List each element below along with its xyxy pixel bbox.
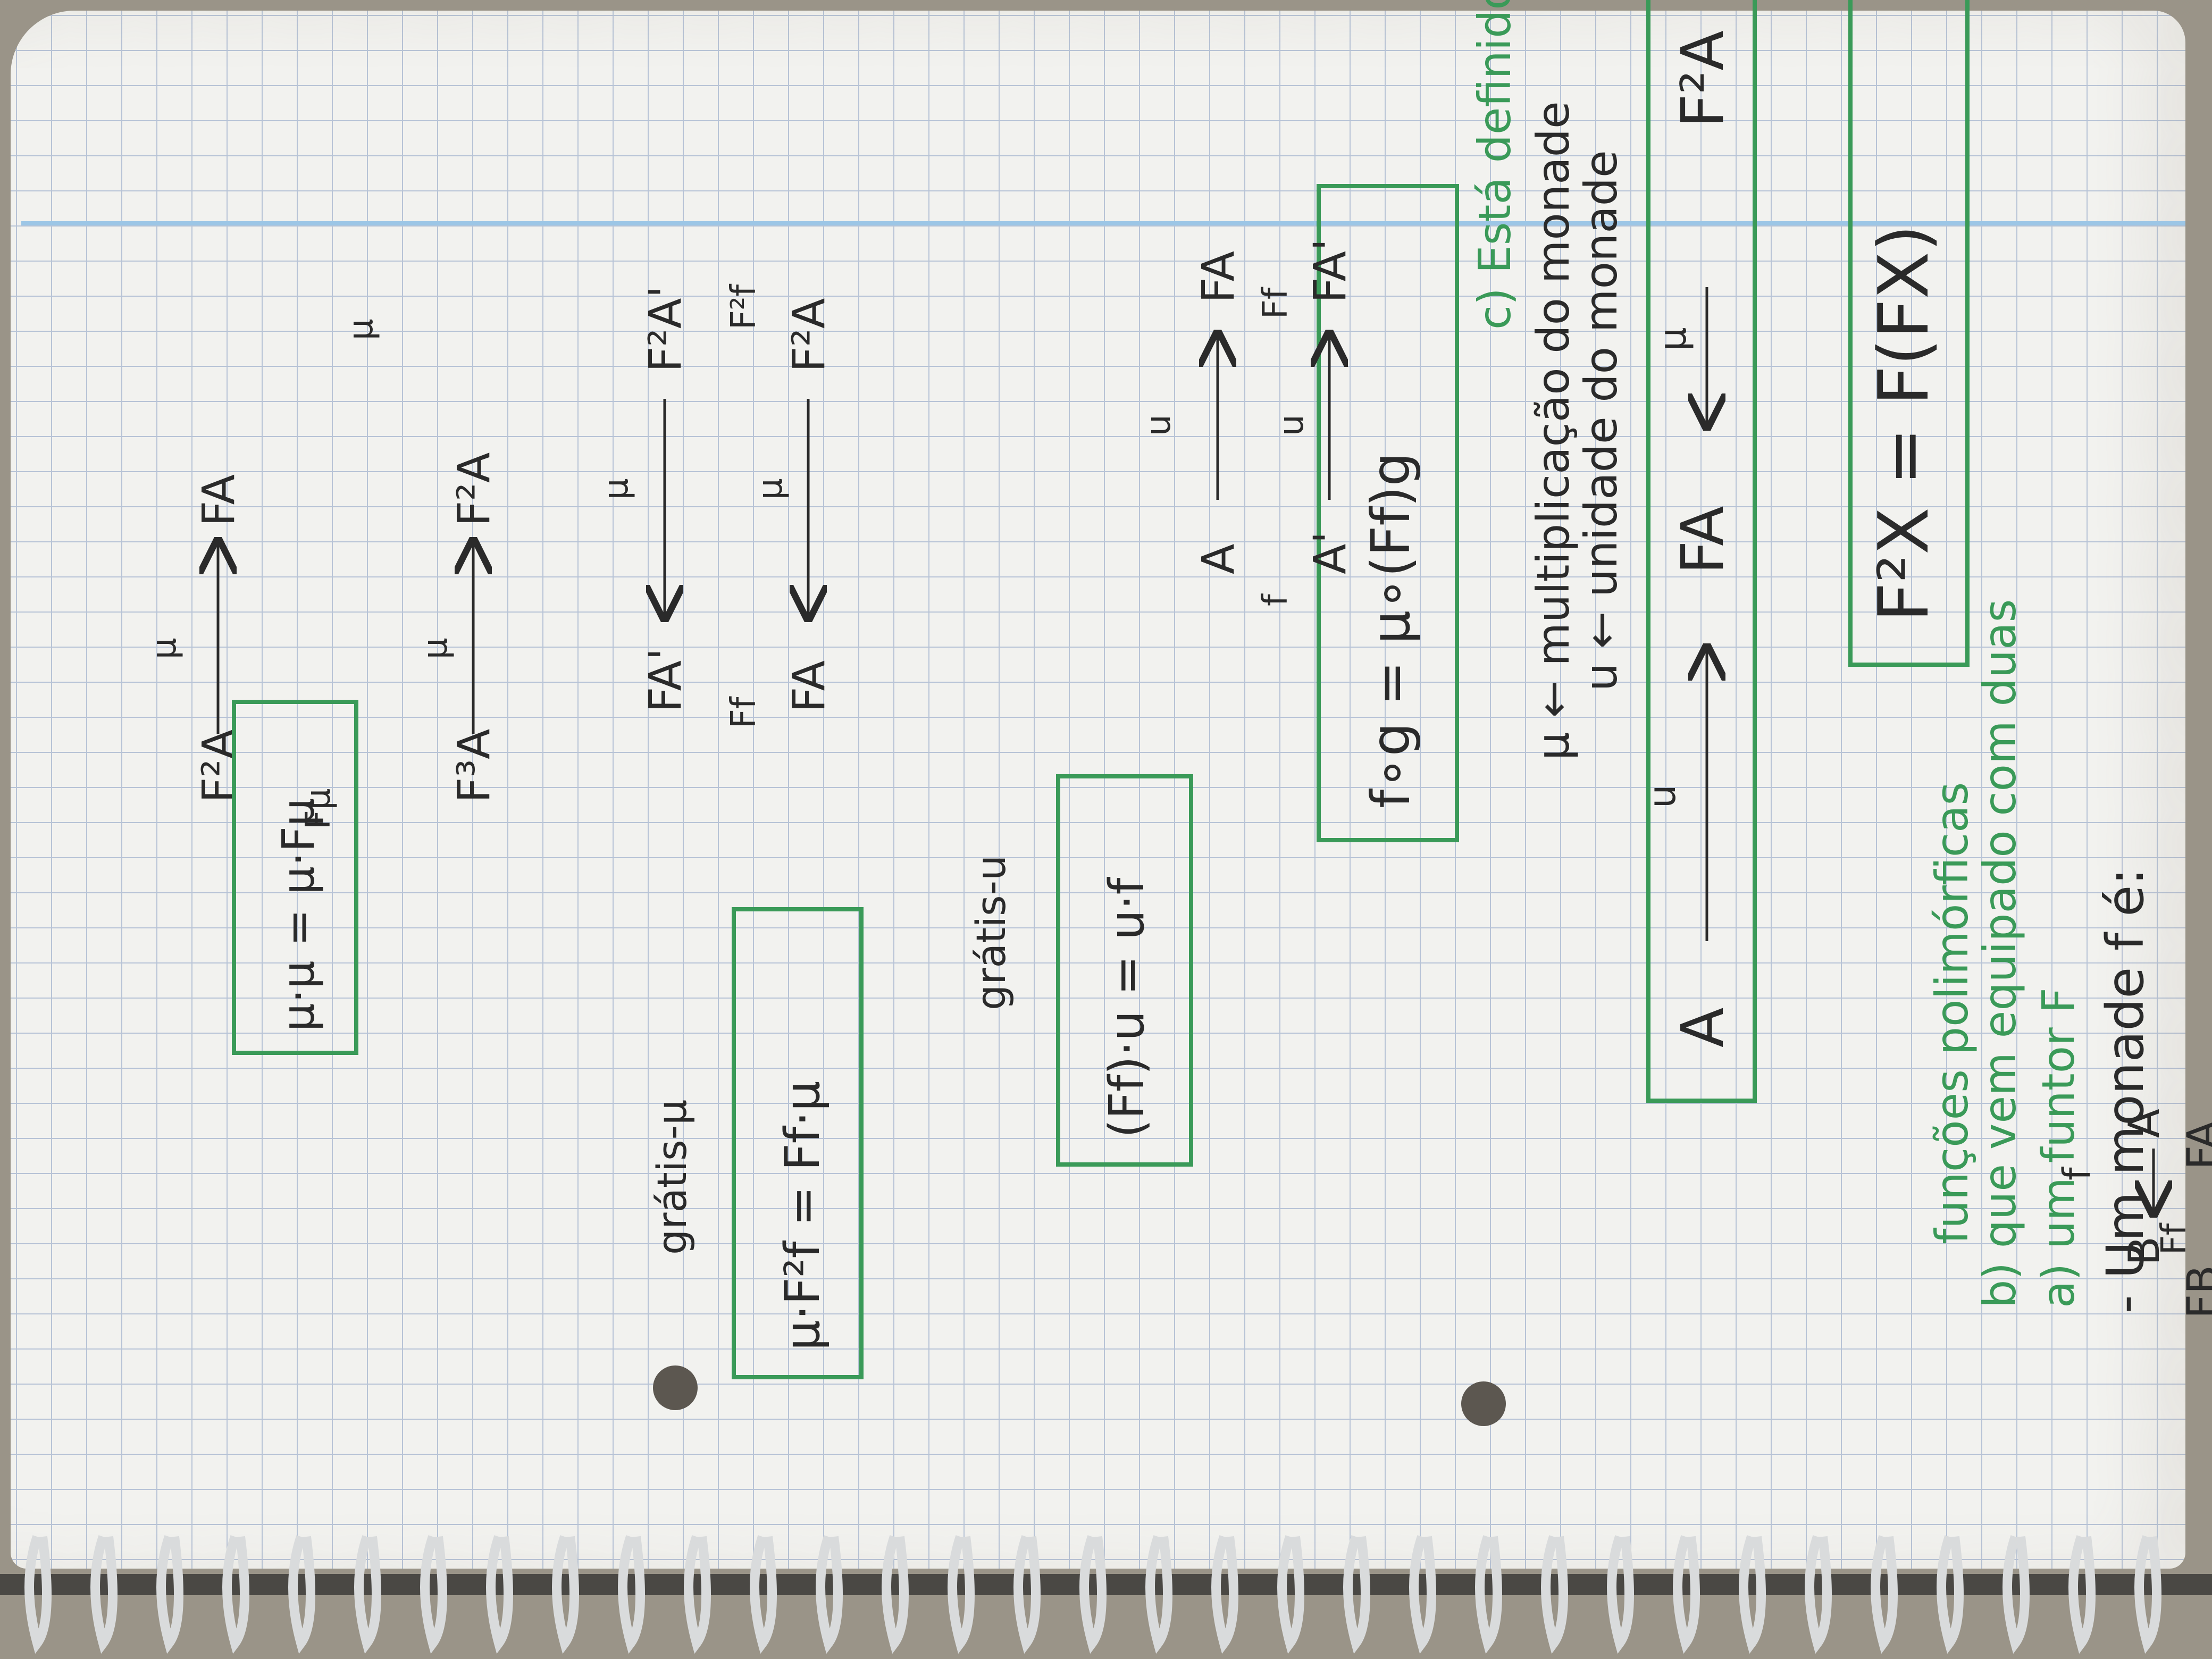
spiral-ring [156,1535,183,1654]
law-u-note: grátis-u [967,855,1015,1010]
nm-F2A: F²A [783,298,835,372]
nm-FA: FA [783,660,835,713]
definition-box [1848,0,1970,667]
item-b-line2: funções polimórficas [1926,782,1978,1244]
spiral-ring [1343,1535,1370,1654]
box-F2A: F²A [1669,30,1737,128]
item-a-text: a) um funtor F [2032,987,2084,1308]
law-mu-box [732,907,864,1379]
obj-B: B [2119,1236,2169,1266]
nm-F2f-label: F²f [724,284,764,330]
law-mu-text: μ·F²f = Ff·μ [775,1081,831,1351]
spiral-ring [1607,1535,1634,1654]
mult-line: μ ← multiplicação do monade [1527,101,1579,760]
box-A: A [1669,1008,1737,1048]
nu-A-prime: A' [1304,531,1356,574]
box-u-label: u [1640,785,1684,808]
composition-box [1317,184,1459,842]
obj-FA: FA [2178,1120,2212,1170]
nu-Ff-label: Ff [1256,287,1295,319]
spiral-ring [1739,1535,1766,1654]
nm-mu-label: μ [751,478,790,500]
arrow-Ff-label: Ff [2155,1222,2194,1255]
spiral-ring [1409,1535,1436,1654]
heading-text: - Um monade f é: [2096,868,2155,1313]
nm-mu2-label: μ [597,478,636,500]
spiral-ring [1013,1535,1041,1654]
spiral-ring [486,1535,513,1654]
as-F2A-top: F²A [448,453,500,526]
nm-FA-prime: FA' [639,648,691,713]
spiral-ring [2134,1535,2161,1654]
spiral-ring [354,1535,381,1654]
graph-paper-page [11,11,2185,1569]
arrow-f-label: f [2055,1167,2099,1180]
spiral-ring [90,1535,118,1654]
as-Fmu: Fμ [299,788,338,830]
nu-u2-label: u [1272,414,1311,436]
law-mu-note: grátis-μ [648,1100,696,1255]
nm-Ff-label: Ff [724,696,764,728]
spiral-ring [948,1535,975,1654]
spiral-ring [1673,1535,1700,1654]
box-FA: FA [1669,506,1737,574]
punch-hole [653,1365,698,1410]
monad-arrows-box [1646,0,1757,1103]
spiral-ring [1871,1535,1898,1654]
spiral-ring [2002,1535,2030,1654]
spiral-ring [1211,1535,1238,1654]
as-mu-left: μ [341,319,381,340]
unit-line: u ← unidade do monade [1575,150,1627,691]
spiral-ring [1475,1535,1502,1654]
naturality-u-diagram: FA u A Ff f FA' u A' [1139,239,1356,606]
as-F3A: F³A [448,729,500,803]
spiral-ring [1805,1535,1832,1654]
naturality-mu-diagram: F²A μ FA F²f Ff F²A' μ FA' [597,284,835,728]
law-assoc-box [232,700,358,1055]
as-mu-bottom: μ [145,638,184,659]
item-c-text: c) Está definido [1469,0,1521,330]
item-b-line1: b) que vem equipado com duas [1974,599,2026,1308]
composition-formula: f∘g = μ∘(Ff)g [1360,453,1422,808]
spiral-ring [882,1535,909,1654]
spiral-ring [1937,1535,1964,1654]
spiral-ring [618,1535,645,1654]
as-F2A-bottom: F²A [192,729,245,803]
law-u-box [1056,774,1193,1167]
spiral-ring [816,1535,843,1654]
law-u-text: (Ff)·u = u·f [1099,876,1155,1138]
nu-A: A [1192,544,1244,574]
nu-u-label: u [1139,414,1178,436]
associativity-diagram: F²A μ F³A μ Fμ FA μ F²A [145,319,500,830]
as-FA-bottom: FA [192,474,245,526]
nm-F2A-prime: F²A' [639,286,691,372]
nu-FA-prime: FA' [1304,239,1356,303]
box-mu-label: μ [1651,327,1695,351]
spiral-ring [288,1535,315,1654]
spiral-ring [1277,1535,1304,1654]
definition-text: F²X = F(FX) [1863,224,1944,622]
spiral-binding [0,1535,2212,1654]
obj-A: A [2119,1109,2169,1138]
spiral-ring [420,1535,447,1654]
spiral-ring [2068,1535,2096,1654]
spiral-ring [1079,1535,1107,1654]
punch-hole [1461,1381,1506,1426]
obj-FB: FB [2178,1265,2212,1319]
spiral-ring [222,1535,249,1654]
spiral-ring [750,1535,777,1654]
law-assoc-text: μ·μ = μ·Fμ [272,798,324,1032]
spiral-ring [24,1535,52,1654]
spiral-ring [552,1535,579,1654]
spiral-ring [1541,1535,1568,1654]
as-mu-top: μ [416,638,455,659]
nu-FA: FA [1192,251,1244,303]
nu-f-label: f [1256,593,1295,606]
spiral-ring [1145,1535,1172,1654]
spiral-ring [684,1535,711,1654]
functor-diagram: A B f FB FA Ff [2055,1109,2212,1319]
